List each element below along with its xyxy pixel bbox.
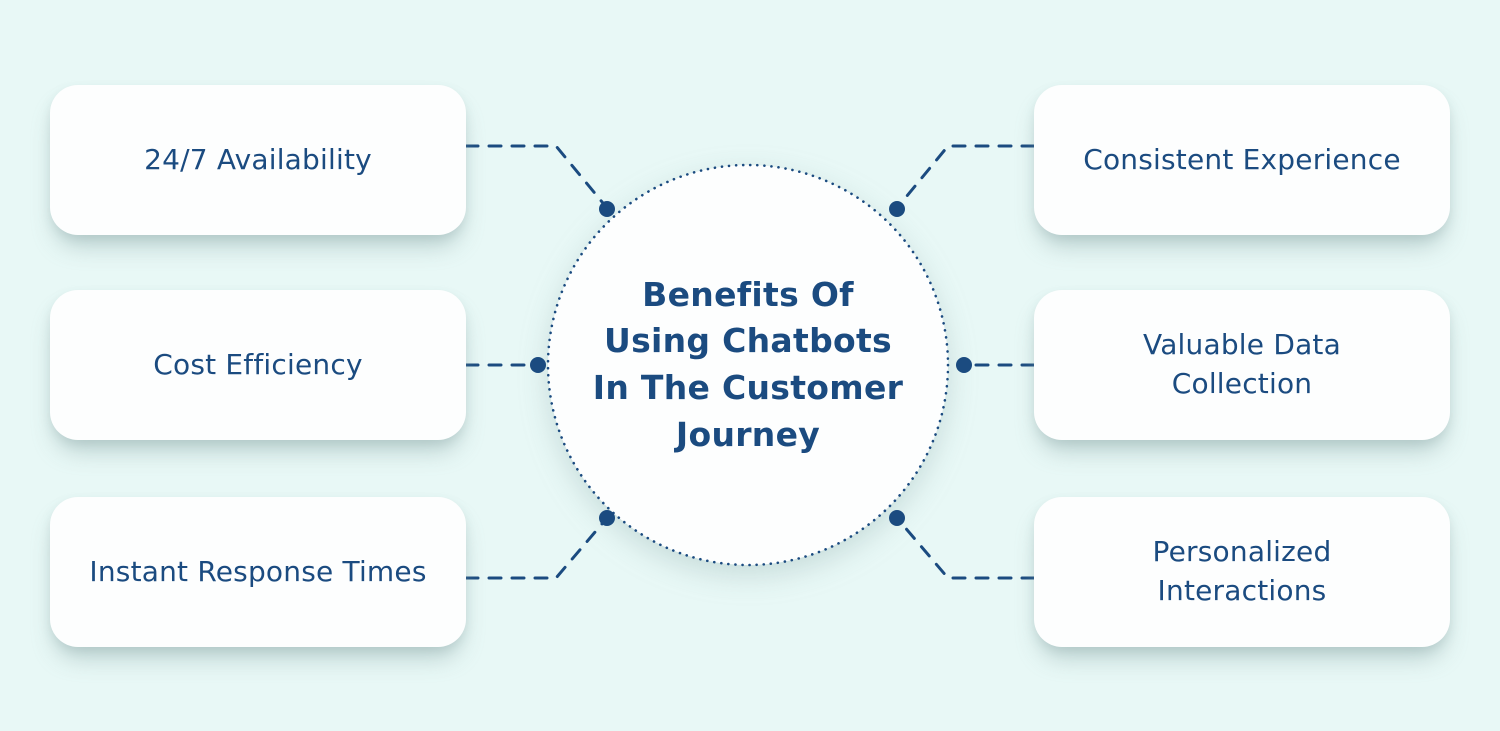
node-cost-efficiency: Cost Efficiency bbox=[50, 290, 466, 440]
node-label: Personalized Interactions bbox=[1152, 535, 1332, 607]
node-24-7-availability: 24/7 Availability bbox=[50, 85, 466, 235]
node-label: Valuable Data Collection bbox=[1143, 328, 1341, 400]
node-personalized-interactions: Personalized Interactions bbox=[1034, 497, 1450, 647]
connector-top-right bbox=[895, 144, 1036, 210]
connector-dot-middle-right bbox=[956, 357, 972, 373]
connector-dot-middle-left bbox=[530, 357, 546, 373]
node-label: Cost Efficiency bbox=[153, 347, 363, 381]
connector-dot-top-right bbox=[889, 201, 905, 217]
node-consistent-experience: Consistent Experience bbox=[1034, 85, 1450, 235]
node-label: 24/7 Availability bbox=[144, 142, 372, 176]
connector-top-left bbox=[464, 144, 609, 210]
node-instant-response-times: Instant Response Times bbox=[50, 497, 466, 647]
center-circle-outline bbox=[546, 163, 950, 567]
connector-bottom-left bbox=[464, 516, 609, 580]
node-label: Consistent Experience bbox=[1083, 142, 1401, 176]
connector-dot-top-left bbox=[599, 201, 615, 217]
connector-dot-bottom-left bbox=[599, 510, 615, 526]
connector-bottom-right bbox=[895, 516, 1036, 580]
node-valuable-data-collection: Valuable Data Collection bbox=[1034, 290, 1450, 440]
connector-dot-bottom-right bbox=[889, 510, 905, 526]
node-label: Instant Response Times bbox=[89, 554, 427, 588]
